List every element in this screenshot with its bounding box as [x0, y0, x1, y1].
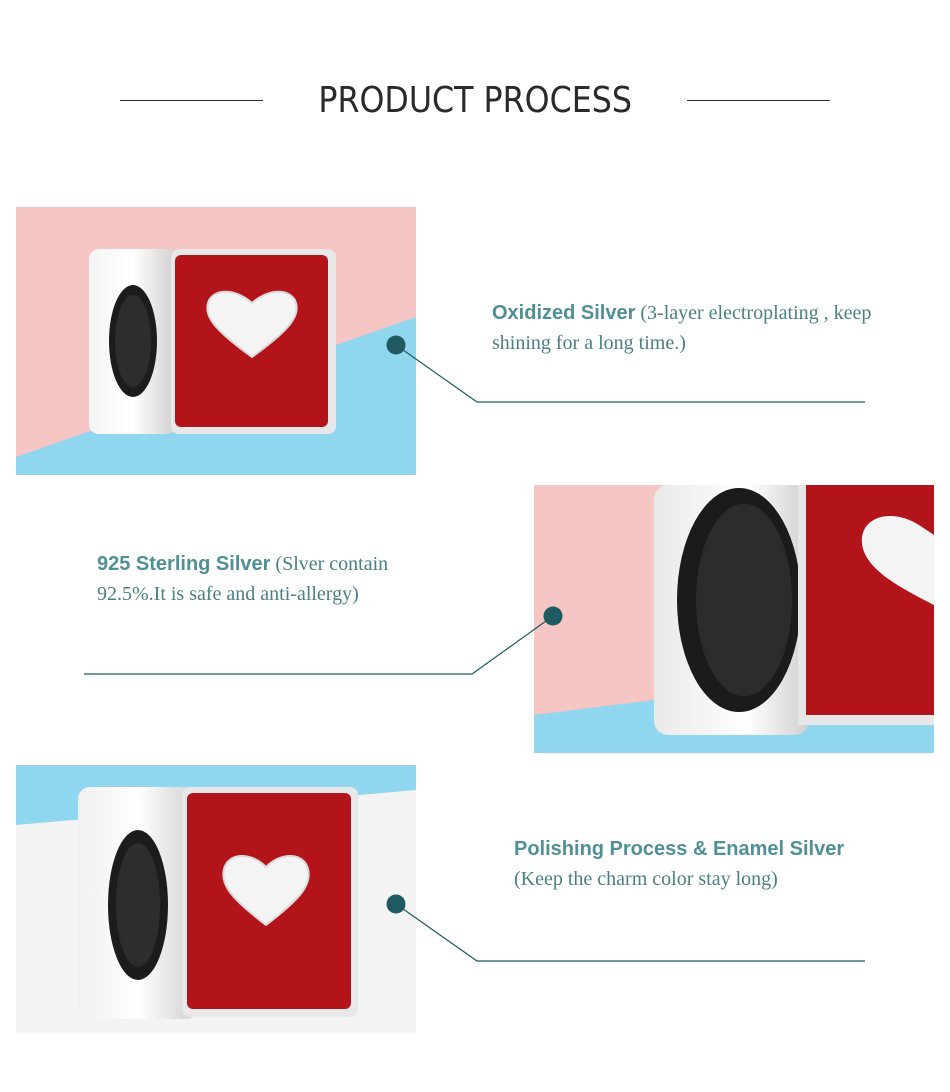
- feature-detail: (3-layer electroplating , keep shining f…: [492, 302, 872, 354]
- header-rule-right: [687, 99, 831, 101]
- feature-title: 925 Sterling Silver: [97, 553, 271, 575]
- feature-title: Oxidized Silver: [492, 302, 636, 324]
- feature-detail: (Keep the charm color stay long): [514, 868, 778, 890]
- product-photo-sterling: [534, 485, 934, 753]
- feature-sterling-silver: 925 Sterling Silver (Slver contain 92.5%…: [97, 549, 397, 609]
- feature-polishing-enamel: Polishing Process & Enamel Silver (Keep …: [514, 834, 874, 894]
- product-photo-enamel: [16, 765, 416, 1033]
- feature-title: Polishing Process & Enamel Silver: [514, 838, 845, 860]
- feature-detail: (Slver contain 92.5%.It is safe and anti…: [97, 553, 389, 605]
- page-title: PRODUCT PROCESS: [318, 79, 632, 121]
- section-header: PRODUCT PROCESS: [0, 70, 950, 130]
- header-rule-left: [119, 99, 263, 101]
- product-photo-oxidized: [16, 207, 416, 475]
- feature-oxidized-silver: Oxidized Silver (3-layer electroplating …: [492, 298, 932, 358]
